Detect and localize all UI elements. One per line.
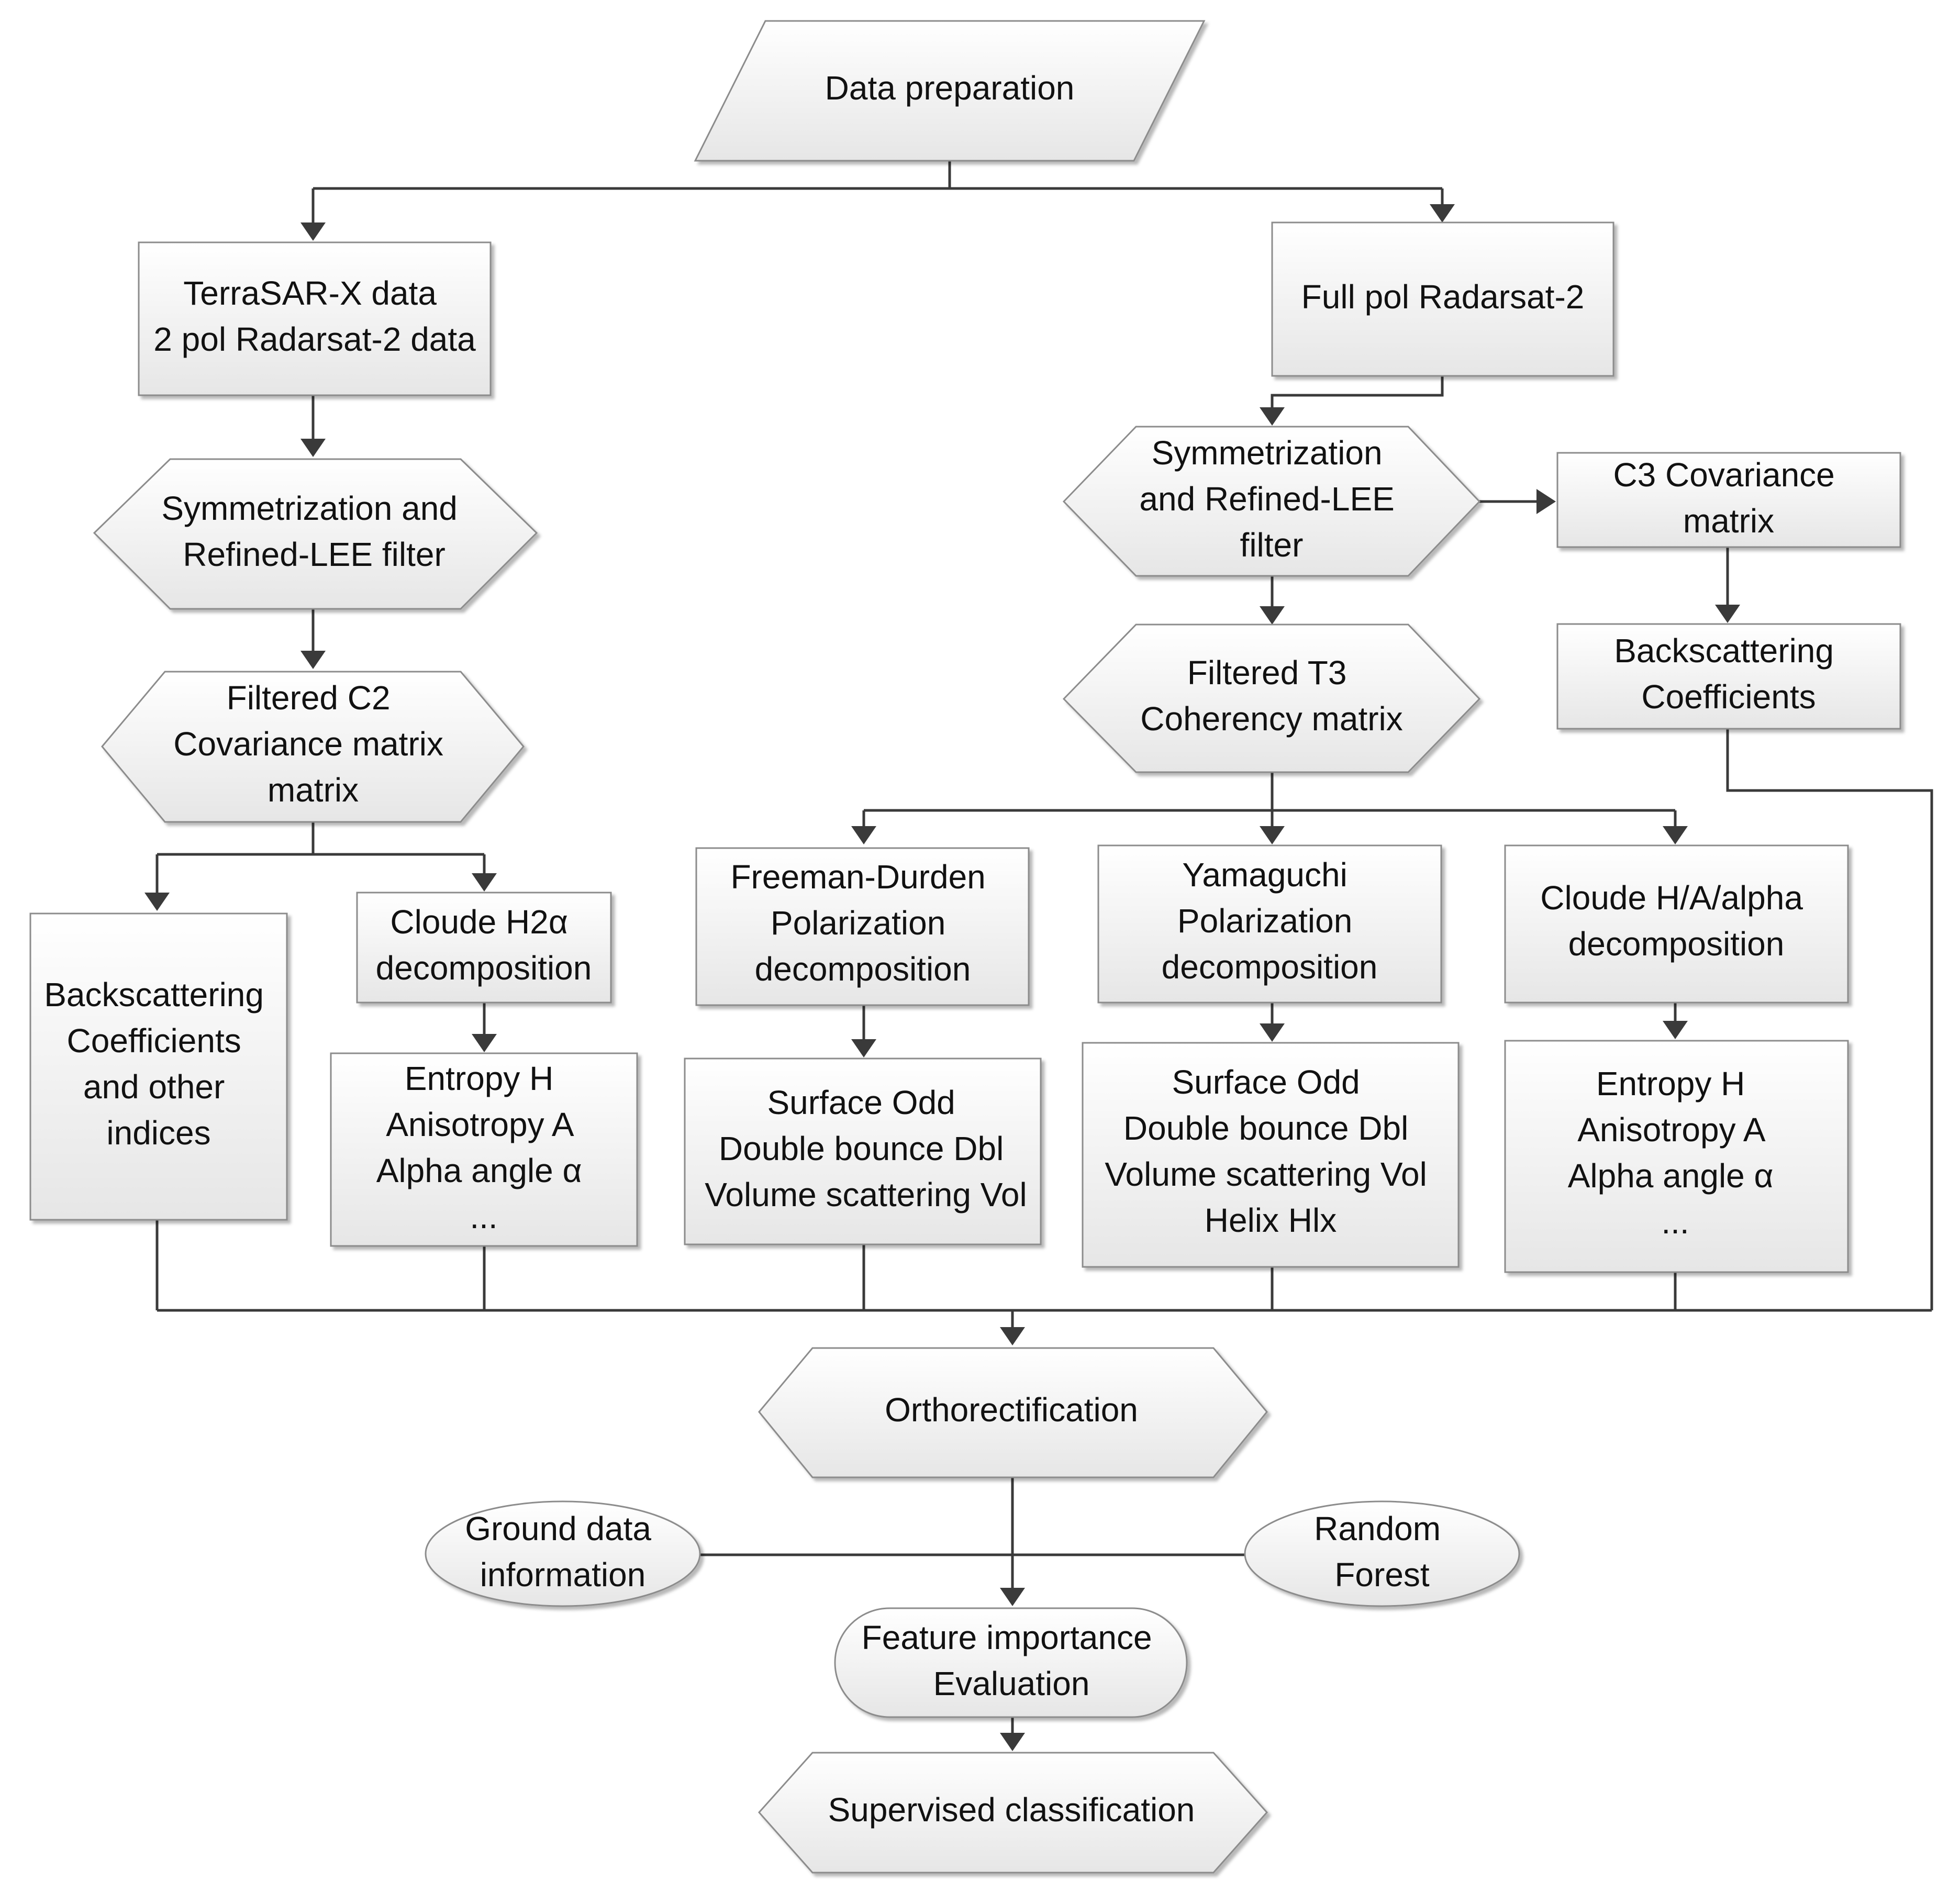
symmetrization-left-shape <box>93 458 538 610</box>
arrowhead-symm-left <box>300 439 326 457</box>
feature-importance-label: Feature importance Evaluation <box>862 1619 1162 1702</box>
node-data-preparation: Data preparation <box>694 20 1206 162</box>
arrowhead-entropy-right <box>1663 1021 1688 1039</box>
feature-importance-shape <box>834 1607 1188 1718</box>
backscattering-left-shape <box>29 912 288 1221</box>
freeman-outputs-shape <box>684 1057 1042 1245</box>
node-cloude-haa: Cloude H/A/alpha decomposition <box>1504 844 1849 1004</box>
arrowhead-c2 <box>300 651 326 669</box>
node-ground-data: Ground data information <box>425 1500 701 1607</box>
arrowhead-feature <box>1000 1588 1025 1606</box>
connector-fullpol-symm <box>1271 376 1444 407</box>
arrowhead-t3 <box>1260 606 1285 625</box>
filtered-c2-shape <box>101 671 525 823</box>
connectors <box>144 161 1933 1751</box>
arrowhead-backscatter-right <box>1715 605 1740 623</box>
node-random-forest: Random Forest <box>1244 1500 1520 1607</box>
supervised-classification-shape <box>758 1752 1268 1874</box>
arrowhead-terrasar <box>300 222 326 241</box>
node-filtered-t3: Filtered T3 Coherency matrix <box>1062 623 1481 773</box>
node-c3-covariance: C3 Covariance matrix <box>1556 452 1901 548</box>
entropy-left-shape <box>330 1052 638 1247</box>
arrowhead-freeman-out <box>851 1039 876 1057</box>
arrowhead-backscatter-left <box>144 893 170 911</box>
filtered-t3-label: Filtered T3 Coherency matrix <box>1140 654 1403 738</box>
arrowhead-cloude-haa <box>1663 826 1688 844</box>
node-supervised-classification: Supervised classification <box>758 1752 1268 1874</box>
node-yamaguchi: Yamaguchi Polarization decomposition <box>1097 844 1442 1004</box>
full-pol-radarsat-label: Full pol Radarsat-2 <box>1301 278 1585 316</box>
backscattering-right-label: Backscattering Coefficients <box>1614 632 1843 716</box>
freeman-outputs-label: Surface Odd Double bounce Dbl Volume sca… <box>705 1084 1027 1213</box>
node-freeman-outputs: Surface Odd Double bounce Dbl Volume sca… <box>684 1057 1042 1245</box>
freeman-durden-label: Freeman-Durden Polarization decompositio… <box>730 858 995 988</box>
data-preparation-label: Data preparation <box>825 69 1075 107</box>
cloude-h2a-label: Cloude H2α decomposition <box>376 903 592 987</box>
cloude-h2a-shape <box>356 892 612 1004</box>
arrowhead-freeman <box>851 826 876 844</box>
symmetrization-right-shape <box>1062 426 1481 577</box>
entropy-right-label: Entropy H Anisotropy A Alpha angle α ... <box>1568 1065 1783 1241</box>
symmetrization-left-label: Symmetrization and Refined-LEE filter <box>161 489 466 573</box>
node-full-pol-radarsat: Full pol Radarsat-2 <box>1271 221 1614 377</box>
terrasar-data-label: TerraSAR-X data 2 pol Radarsat-2 data <box>153 274 476 358</box>
yamaguchi-label: Yamaguchi Polarization decomposition <box>1162 856 1378 986</box>
arrowhead-symm-right <box>1260 407 1285 426</box>
node-symmetrization-left: Symmetrization and Refined-LEE filter <box>93 458 538 610</box>
arrowhead-yamaguchi <box>1260 826 1285 844</box>
filtered-c2-label: Filtered C2 Covariance matrix matrix <box>173 679 453 809</box>
yamaguchi-outputs-label: Surface Odd Double bounce Dbl Volume sca… <box>1105 1063 1436 1239</box>
backscattering-left-label: Backscattering Coefficients and other in… <box>44 976 273 1152</box>
node-entropy-right: Entropy H Anisotropy A Alpha angle α ... <box>1504 1040 1849 1273</box>
cloude-haa-label: Cloude H/A/alpha decomposition <box>1540 879 1812 963</box>
node-cloude-h2a: Cloude H2α decomposition <box>356 892 612 1004</box>
entropy-left-label: Entropy H Anisotropy A Alpha angle α ... <box>376 1060 592 1235</box>
arrowhead-c3 <box>1536 489 1556 514</box>
node-yamaguchi-outputs: Surface Odd Double bounce Dbl Volume sca… <box>1082 1042 1460 1268</box>
arrowhead-cloude-h2a <box>472 873 497 892</box>
random-forest-label: Random Forest <box>1314 1510 1450 1594</box>
symmetrization-right-label: Symmetrization and Refined-LEE filter <box>1139 434 1404 564</box>
yamaguchi-shape <box>1097 844 1442 1004</box>
data-preparation-shape <box>694 20 1206 162</box>
ground-data-shape <box>425 1500 701 1607</box>
cloude-haa-shape <box>1504 844 1849 1004</box>
orthorectification-shape <box>758 1347 1268 1478</box>
arrowhead-yamaguchi-out <box>1260 1023 1285 1042</box>
node-entropy-left: Entropy H Anisotropy A Alpha angle α ... <box>330 1052 638 1247</box>
node-backscattering-right: Backscattering Coefficients <box>1556 623 1901 730</box>
terrasar-data-shape <box>138 241 492 396</box>
full-pol-radarsat-shape <box>1271 221 1614 377</box>
yamaguchi-outputs-shape <box>1082 1042 1460 1268</box>
c3-covariance-label: C3 Covariance matrix <box>1613 456 1844 540</box>
node-backscattering-left: Backscattering Coefficients and other in… <box>29 912 288 1221</box>
backscattering-right-shape <box>1556 623 1901 730</box>
connector-backscatter-right-route <box>1726 729 1933 1310</box>
orthorectification-label: Orthorectification <box>885 1391 1138 1429</box>
node-orthorectification: Orthorectification <box>758 1347 1268 1478</box>
arrowhead-ortho <box>1000 1327 1025 1345</box>
node-feature-importance: Feature importance Evaluation <box>834 1607 1188 1718</box>
c3-covariance-shape <box>1556 452 1901 548</box>
random-forest-shape <box>1244 1500 1520 1607</box>
node-terrasar-data: TerraSAR-X data 2 pol Radarsat-2 data <box>138 241 492 396</box>
node-freeman-durden: Freeman-Durden Polarization decompositio… <box>695 847 1030 1006</box>
ground-data-label: Ground data information <box>465 1510 661 1594</box>
arrowhead-entropy-left <box>472 1034 497 1052</box>
arrowhead-fullpol <box>1430 204 1455 222</box>
node-filtered-c2: Filtered C2 Covariance matrix matrix <box>101 671 525 823</box>
supervised-classification-label: Supervised classification <box>828 1791 1195 1829</box>
filtered-t3-shape <box>1062 623 1481 773</box>
freeman-durden-shape <box>695 847 1030 1006</box>
arrowhead-supervised <box>1000 1733 1025 1751</box>
node-symmetrization-right: Symmetrization and Refined-LEE filter <box>1062 426 1481 577</box>
entropy-right-shape <box>1504 1040 1849 1273</box>
